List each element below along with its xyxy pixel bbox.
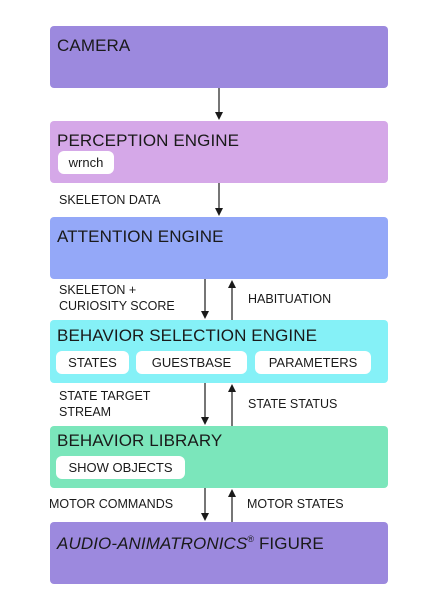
state-target-label-line1: STATE TARGET (59, 389, 151, 403)
figure-block: AUDIO-ANIMATRONICS® FIGURE (50, 522, 388, 584)
behavior-selection-engine-title: BEHAVIOR SELECTION ENGINE (57, 326, 318, 345)
motor-states-label: MOTOR STATES (247, 497, 344, 511)
camera-block: CAMERA (50, 26, 388, 88)
attention-engine-block: ATTENTION ENGINE (50, 217, 388, 279)
parameters-chip: PARAMETERS (255, 351, 371, 374)
skeleton-curiosity-label-line1: SKELETON + (59, 283, 137, 297)
habituation-label: HABITUATION (248, 292, 332, 306)
figure-title-italic: AUDIO-ANIMATRONICS (57, 534, 248, 553)
figure-title-rest: FIGURE (254, 534, 324, 553)
skeleton-data-label: SKELETON DATA (59, 193, 161, 207)
camera-title: CAMERA (57, 36, 131, 55)
behavior-library-title: BEHAVIOR LIBRARY (57, 431, 223, 450)
behavior-library-block: BEHAVIOR LIBRARY SHOW OBJECTS (50, 426, 388, 488)
registered-mark: ® (247, 534, 255, 544)
perception-engine-block: PERCEPTION ENGINE wrnch (50, 121, 388, 183)
perception-engine-title: PERCEPTION ENGINE (57, 131, 240, 150)
skeleton-curiosity-label-line2: CURIOSITY SCORE (59, 299, 175, 313)
motor-commands-label: MOTOR COMMANDS (49, 497, 174, 511)
guestbase-chip: GUESTBASE (136, 351, 247, 374)
attention-engine-title: ATTENTION ENGINE (57, 227, 224, 246)
wrnch-chip: wrnch (58, 151, 114, 174)
states-chip: STATES (56, 351, 129, 374)
figure-title: AUDIO-ANIMATRONICS® FIGURE (57, 534, 324, 554)
behavior-selection-engine-block: BEHAVIOR SELECTION ENGINE STATES GUESTBA… (50, 320, 388, 383)
state-status-label: STATE STATUS (248, 397, 338, 411)
state-target-label-line2: STREAM (59, 405, 112, 419)
show-objects-chip: SHOW OBJECTS (56, 456, 185, 479)
